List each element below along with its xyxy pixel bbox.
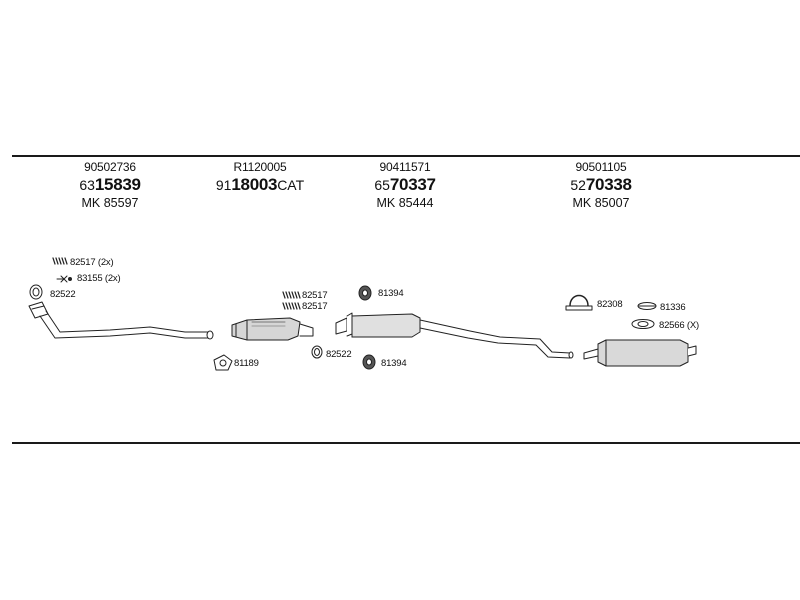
- part-label: 81189: [234, 358, 259, 369]
- top-divider: [12, 155, 800, 157]
- spring-bolt-icon: [52, 257, 68, 265]
- part-number: 9118003CAT: [215, 175, 305, 194]
- rubber-ring-icon: [631, 319, 655, 329]
- part-number: 6315839: [79, 175, 141, 194]
- part-label: 82517: [302, 290, 328, 301]
- part-label: 82517 (2x): [70, 257, 114, 268]
- part-label: 81394: [381, 358, 407, 369]
- front-pipe-drawing: [28, 301, 214, 340]
- gasket-ring-icon: [311, 345, 323, 359]
- bottom-divider: [12, 442, 800, 444]
- reference-number: 90501105: [575, 160, 627, 174]
- part-column-catalyst: R1120005 9118003CAT: [205, 160, 315, 195]
- part-label: 81394: [378, 288, 404, 299]
- part-label: 81336: [660, 302, 686, 313]
- part-label: 82566 (X): [659, 320, 699, 331]
- catalytic-converter-drawing: [231, 317, 314, 341]
- mounting-kit-number: MK 85597: [81, 196, 139, 210]
- spring-bolt-icon: [282, 291, 301, 310]
- reference-number: 90502736: [84, 160, 136, 174]
- part-column-rear-silencer: 90501105 5270338 MK 85007: [556, 160, 646, 210]
- gasket-ring-icon: [29, 284, 43, 300]
- rubber-mount-icon: [362, 354, 376, 370]
- part-label: 83155 (2x): [77, 273, 121, 284]
- part-label: 82517: [302, 301, 328, 312]
- pipe-clamp-icon: [565, 294, 593, 311]
- bolt-icon: [56, 275, 72, 283]
- mounting-kit-number: MK 85007: [572, 196, 630, 210]
- part-column-front-pipe: 90502736 6315839 MK 85597: [65, 160, 155, 210]
- reference-number: 90411571: [379, 160, 431, 174]
- middle-silencer-drawing: [335, 312, 574, 359]
- part-number: 6570337: [374, 175, 436, 194]
- mounting-kit-number: MK 85444: [376, 196, 434, 210]
- rubber-mount-icon: [358, 285, 372, 301]
- part-number: 5270338: [570, 175, 632, 194]
- reference-number: R1120005: [233, 160, 287, 174]
- rear-silencer-drawing: [583, 339, 697, 367]
- gasket-icon: [213, 354, 233, 371]
- part-label: 82522: [326, 349, 352, 360]
- hanger-icon: [637, 302, 657, 310]
- part-column-middle-silencer: 90411571 6570337 MK 85444: [360, 160, 450, 210]
- part-label: 82522: [50, 289, 76, 300]
- part-label: 82308: [597, 299, 623, 310]
